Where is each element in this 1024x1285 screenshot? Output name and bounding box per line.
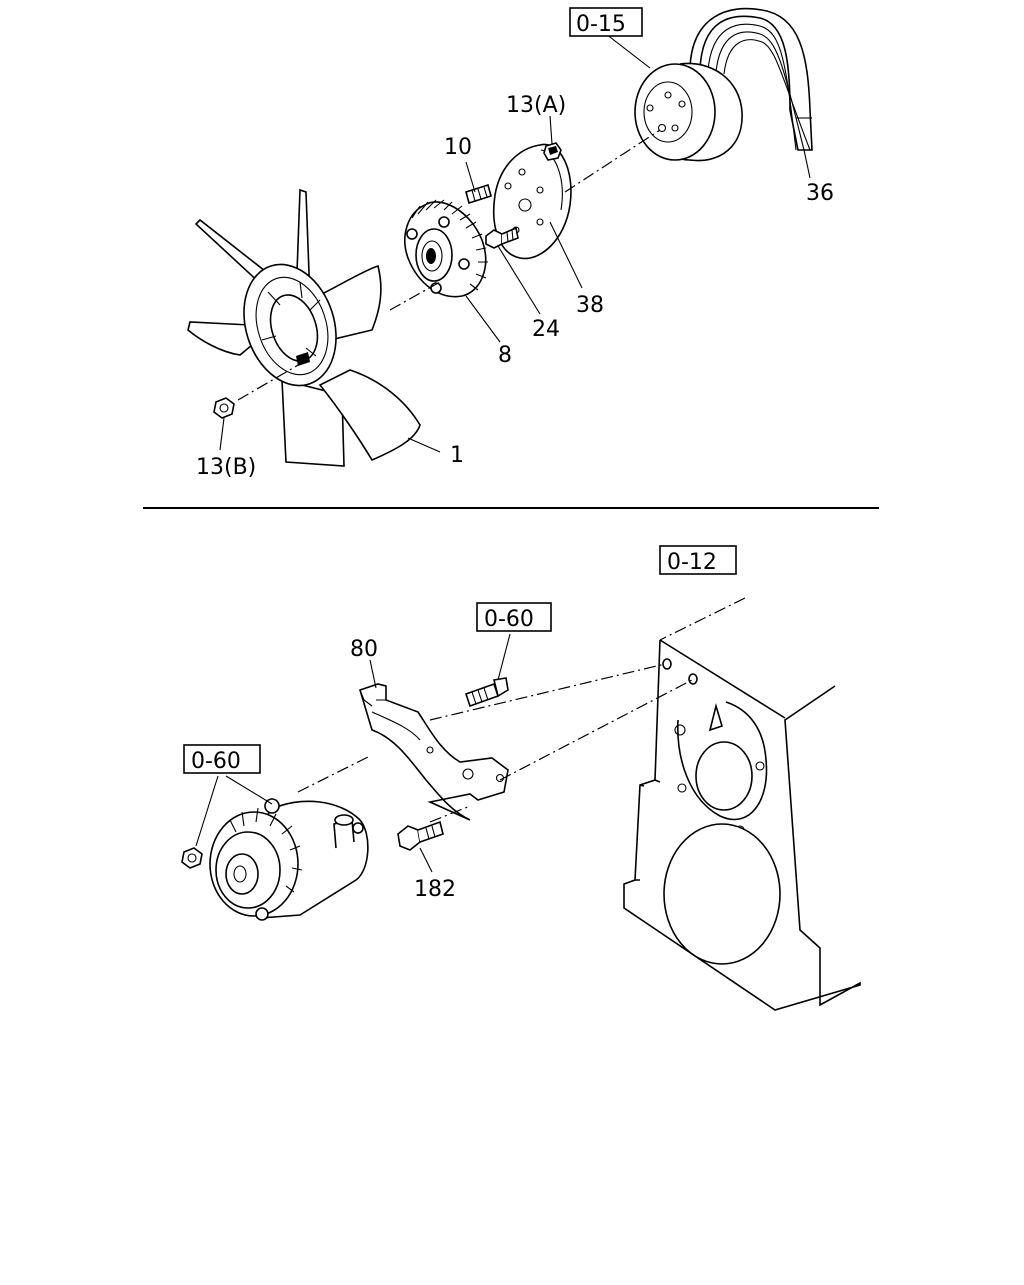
ref-box-0-60-alt[interactable] <box>183 744 261 774</box>
leader-0-60-nut <box>195 775 219 847</box>
leader-182 <box>419 847 433 873</box>
nut-13a[interactable] <box>543 142 562 161</box>
fan-clutch-8[interactable] <box>404 199 488 298</box>
leader-13b <box>219 417 225 451</box>
callout-80: 80 <box>350 637 378 662</box>
leader-38 <box>549 221 583 289</box>
leader-1 <box>407 437 441 453</box>
fan-1[interactable] <box>187 188 421 467</box>
centerline-alt-upper <box>297 755 371 793</box>
pulley[interactable] <box>634 62 743 162</box>
ref-label-0-60-bolt: 0-60 <box>484 607 534 632</box>
belt-36[interactable] <box>689 7 813 151</box>
alternator[interactable] <box>209 798 369 921</box>
bracket-80[interactable] <box>359 683 509 821</box>
alternator-nut[interactable] <box>181 847 203 869</box>
ref-label-0-15: 0-15 <box>576 12 626 37</box>
callout-1: 1 <box>450 443 464 468</box>
callout-24: 24 <box>532 317 560 342</box>
centerline-clutch <box>389 281 441 311</box>
leader-24 <box>497 245 541 315</box>
centerline-bolt-182 <box>429 805 471 823</box>
nut-13b[interactable] <box>213 397 235 419</box>
engine-block[interactable] <box>623 545 861 1011</box>
leader-0-60-alt <box>225 775 273 805</box>
centerline-block-upper <box>429 663 666 721</box>
bolt-182[interactable] <box>397 820 444 851</box>
callout-13a: 13(A) <box>506 93 566 118</box>
callout-38: 38 <box>576 293 604 318</box>
callout-182: 182 <box>414 877 456 902</box>
leader-36 <box>803 149 811 179</box>
ref-box-0-60-bolt[interactable] <box>476 602 552 632</box>
callout-13b: 13(B) <box>196 455 256 480</box>
ref-box-0-15[interactable] <box>569 7 643 37</box>
ref-box-0-12[interactable] <box>659 545 737 575</box>
bracket-bolt[interactable] <box>464 677 509 708</box>
leader-0-60-bolt <box>497 633 511 681</box>
ref-label-0-12: 0-12 <box>667 550 717 575</box>
centerline-pulley <box>564 129 661 193</box>
callout-36: 36 <box>806 181 834 206</box>
leader-8 <box>465 295 501 343</box>
stud-10[interactable] <box>465 183 492 205</box>
leader-0-15 <box>605 33 651 69</box>
centerline-block-lower <box>499 679 693 781</box>
leader-10 <box>465 161 476 193</box>
ref-label-0-60-alt: 0-60 <box>191 749 241 774</box>
leader-80 <box>369 659 377 689</box>
centerline-fan <box>237 363 301 401</box>
callout-8: 8 <box>498 343 512 368</box>
bolt-24[interactable] <box>485 226 519 249</box>
callout-10: 10 <box>444 135 472 160</box>
leader-13a <box>549 115 553 145</box>
